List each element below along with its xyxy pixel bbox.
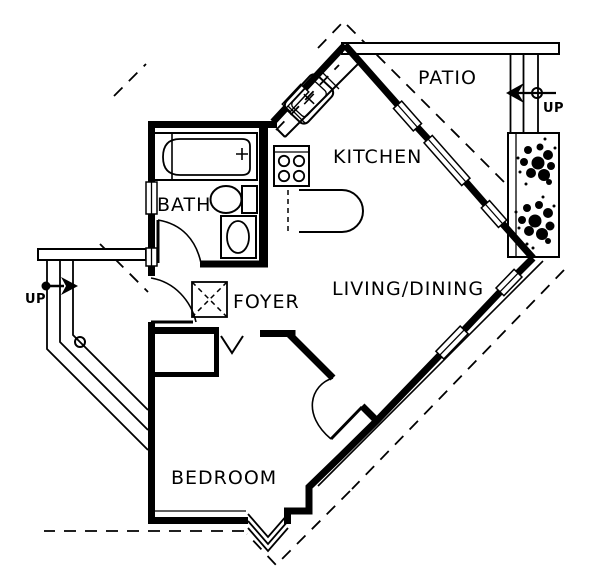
arrow-marker-circle [531, 87, 543, 99]
window-icon [392, 100, 423, 132]
counter-division-lines [287, 71, 340, 124]
bedroom-label: BEDROOM [171, 467, 277, 489]
window-icon [145, 181, 158, 215]
partition-bedroom-living [286, 331, 336, 381]
foyer-label: FOYER [233, 291, 300, 313]
window-icon [480, 199, 508, 229]
wall-kitchen-nw [270, 42, 348, 125]
overhang-bathroof-dash [113, 63, 147, 97]
entry-porch-wall [37, 248, 147, 261]
partition-door-stub [359, 403, 380, 424]
walkway-rail-outer [46, 260, 149, 451]
interior-walls [148, 124, 380, 424]
overhang-bay-dash [246, 490, 351, 567]
foyer-elements [150, 277, 228, 324]
entry-up-arrow [41, 277, 78, 295]
arrow-left-icon [506, 83, 524, 103]
planter [507, 132, 560, 258]
kitchen-sink-icon [283, 73, 335, 125]
bedroom-door [311, 377, 364, 441]
closet-door-icon [220, 335, 244, 355]
breakfast-counter-icon [287, 189, 364, 233]
vanity-sink-icon [220, 215, 257, 259]
kitchen-label: KITCHEN [333, 146, 422, 168]
window-icon [434, 325, 470, 360]
window-icon [494, 268, 524, 297]
overhang-ne-dash [346, 24, 513, 191]
patio-up-label: UP [543, 101, 564, 116]
room-labels: PATIO KITCHEN BATH FOYER LIVING/DINING B… [157, 67, 484, 489]
bathtub-icon [153, 132, 258, 181]
toilet-icon [209, 185, 258, 214]
bathroom-fixtures [153, 132, 258, 264]
entry-up-label: UP [25, 292, 46, 307]
shrub-icon [514, 195, 556, 250]
kitchen-counter-edge [276, 52, 363, 138]
kitchen-fixtures [273, 52, 364, 233]
tub-faucet-icon [236, 148, 248, 160]
bath-label: BATH [157, 194, 211, 216]
patio-up-arrow [506, 83, 556, 103]
walkway-post [74, 336, 86, 348]
walkway-rail-middle [59, 260, 149, 431]
patio-structures: UP [341, 42, 564, 258]
patio-label: PATIO [418, 67, 477, 89]
window-icon [422, 134, 472, 187]
arrow-right-icon [61, 277, 78, 295]
living-dining-label: LIVING/DINING [332, 278, 484, 300]
window-icon [145, 247, 158, 267]
entry-walkway: UP [25, 248, 149, 451]
overhang-se-dash [351, 269, 565, 490]
shrub-icon [516, 137, 557, 186]
patio-edge-line [317, 260, 544, 487]
overhang-peak-dash [317, 21, 344, 49]
patio-top-wall [341, 42, 560, 55]
bath-door [156, 219, 202, 264]
entry-door [150, 277, 197, 324]
entry-tile-icon [191, 281, 228, 318]
wall-patio-ne [342, 42, 536, 261]
bay-window [247, 513, 289, 553]
windows [145, 83, 524, 360]
range-cooktop-icon [273, 145, 310, 187]
